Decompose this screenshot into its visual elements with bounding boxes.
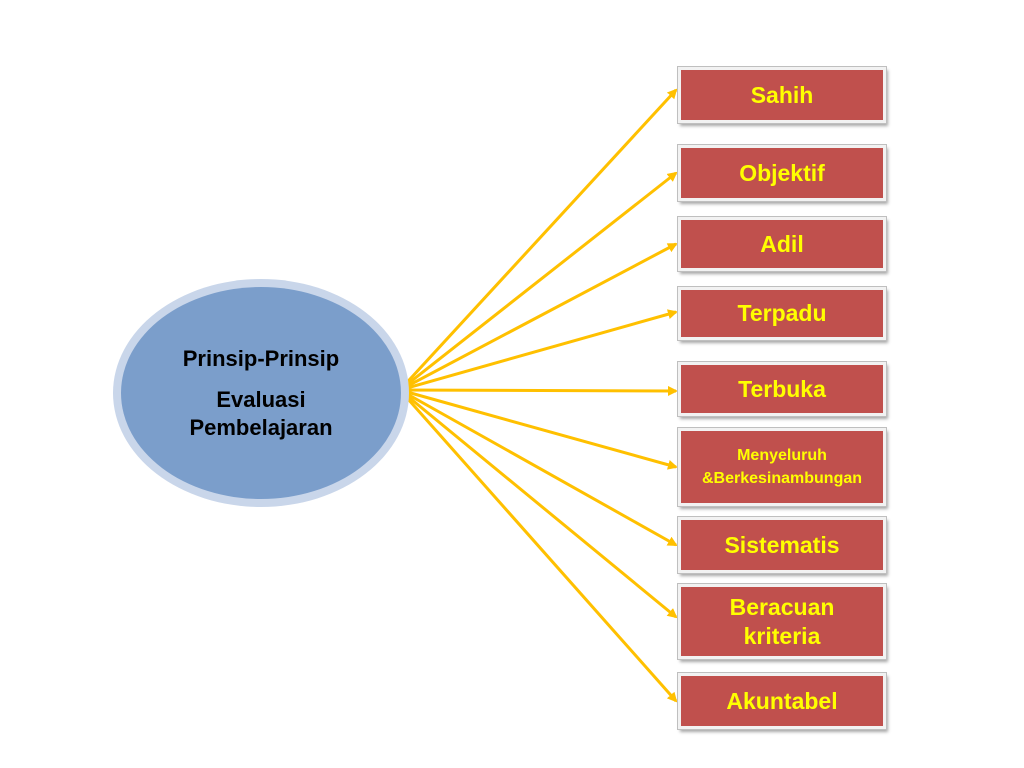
- arrow-to-sahih: [398, 88, 678, 392]
- principle-label: Terpadu: [737, 300, 827, 327]
- principle-box-terbuka: Terbuka: [677, 361, 887, 417]
- principle-box-adil: Adil: [677, 216, 887, 272]
- principle-label-line2: kriteria: [743, 622, 821, 649]
- arrow-to-sistematis: [399, 388, 678, 547]
- principle-box-sistematis: Sistematis: [677, 516, 887, 574]
- arrow-to-menyeluruh: [399, 388, 678, 470]
- principle-box-akuntabel: Akuntabel: [677, 672, 887, 730]
- principle-label: Adil: [760, 230, 804, 257]
- principle-label: Sahih: [750, 81, 814, 108]
- arrow-to-terbuka: [399, 385, 678, 396]
- principle-label-line1: Beracuan: [729, 593, 835, 620]
- principle-label-line1: Menyeluruh: [737, 446, 827, 464]
- principle-label: Objektif: [739, 159, 825, 186]
- center-title-line3: Pembelajaran: [189, 414, 333, 440]
- center-title-line1: Prinsip-Prinsip: [182, 345, 340, 371]
- arrow-to-adil: [399, 242, 678, 392]
- principle-label: Sistematis: [724, 531, 840, 558]
- principle-label: Terbuka: [738, 375, 826, 402]
- center-title-line2: Evaluasi: [216, 387, 306, 413]
- principle-box-sahih: Sahih: [677, 66, 887, 124]
- arrow-to-terpadu: [399, 309, 678, 392]
- principle-box-objektif: Objektif: [677, 144, 887, 202]
- principle-label: Akuntabel: [726, 687, 838, 714]
- principle-box-terpadu: Terpadu: [677, 286, 887, 341]
- principle-box-menyeluruh: Menyeluruh &Berkesinambungan: [677, 427, 887, 507]
- principle-box-beracuan-kriteria: Beracuan kriteria: [677, 583, 887, 660]
- arrow-to-objektif: [399, 171, 678, 392]
- arrow-to-akuntabel: [398, 389, 678, 703]
- central-ellipse: Prinsip-Prinsip Evaluasi Pembelajaran: [121, 287, 401, 499]
- arrow-to-beracuan: [399, 388, 678, 619]
- principle-label-line2: &Berkesinambungan: [701, 470, 863, 487]
